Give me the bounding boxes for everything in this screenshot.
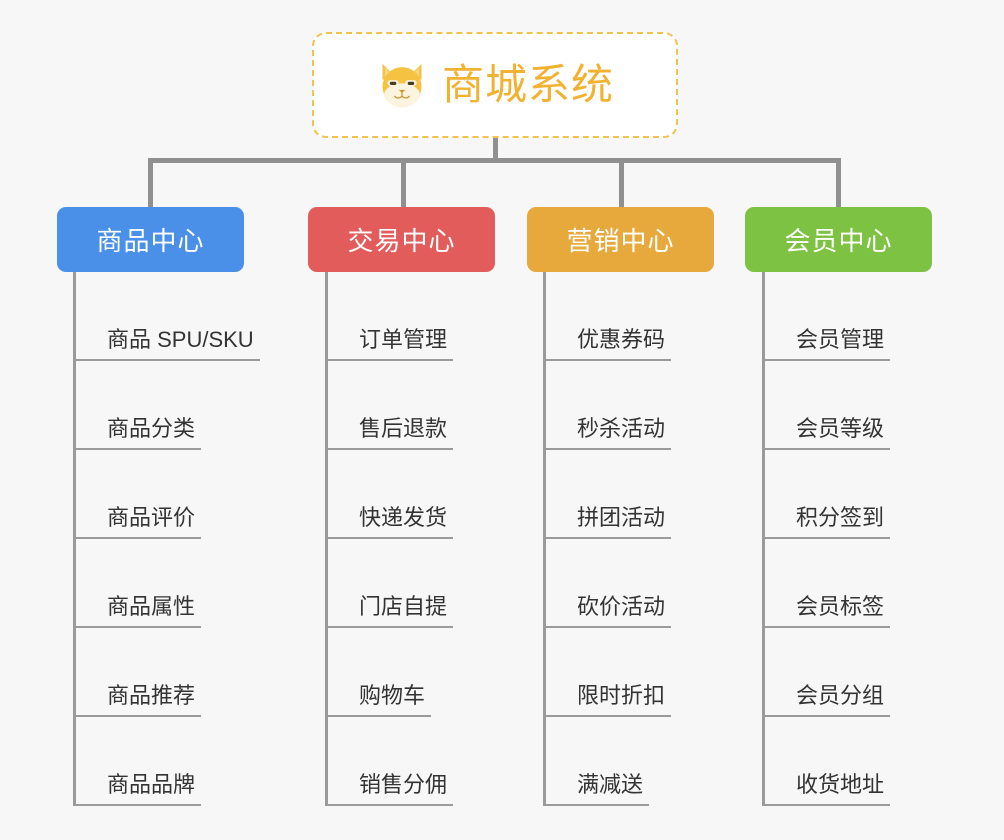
connector-root-stem [493, 138, 498, 162]
category-box-3[interactable]: 营销中心 [527, 207, 714, 272]
leaf-item[interactable]: 秒杀活动 [543, 361, 672, 450]
leaf-item-label: 优惠券码 [543, 327, 672, 361]
leaf-item[interactable]: 优惠券码 [543, 272, 672, 361]
connector-drop-3 [619, 158, 624, 208]
leaf-item[interactable]: 商品 SPU/SKU [73, 272, 260, 361]
leaf-item-label: 砍价活动 [543, 594, 672, 628]
leaf-item-label: 销售分佣 [325, 772, 454, 806]
leaf-item-label: 会员分组 [762, 683, 891, 717]
leaf-item-label: 收货地址 [762, 772, 891, 806]
leaf-item-label: 会员等级 [762, 416, 891, 450]
category-box-1[interactable]: 商品中心 [57, 207, 244, 272]
leaf-item[interactable]: 订单管理 [325, 272, 454, 361]
leaf-item[interactable]: 限时折扣 [543, 628, 672, 717]
category-label: 交易中心 [347, 226, 456, 256]
category-label: 营销中心 [566, 226, 675, 256]
leaf-item[interactable]: 商品分类 [73, 361, 202, 450]
leaf-item-label: 拼团活动 [543, 505, 672, 539]
leaf-item-label: 商品评价 [73, 505, 202, 539]
leaf-item[interactable]: 售后退款 [325, 361, 454, 450]
leaf-item[interactable]: 拼团活动 [543, 450, 672, 539]
root-node[interactable]: 商城系统 [312, 32, 678, 138]
leaf-item[interactable]: 商品评价 [73, 450, 202, 539]
leaf-item-label: 秒杀活动 [543, 416, 672, 450]
category-label: 会员中心 [784, 226, 893, 256]
leaf-item-label: 门店自提 [325, 594, 454, 628]
leaf-item-label: 商品分类 [73, 416, 202, 450]
leaf-item[interactable]: 满减送 [543, 717, 650, 806]
root-title: 商城系统 [441, 61, 614, 108]
connector-spine-4 [762, 272, 765, 806]
leaf-item-label: 满减送 [543, 772, 650, 806]
connector-drop-1 [148, 158, 153, 208]
leaf-item[interactable]: 收货地址 [762, 717, 891, 806]
leaf-item-label: 售后退款 [325, 416, 454, 450]
leaf-item[interactable]: 商品推荐 [73, 628, 202, 717]
category-box-4[interactable]: 会员中心 [745, 207, 932, 272]
leaf-item[interactable]: 积分签到 [762, 450, 891, 539]
connector-spine-1 [73, 272, 76, 806]
category-box-2[interactable]: 交易中心 [308, 207, 495, 272]
connector-spine-3 [543, 272, 546, 806]
connector-horizontal-bar [148, 158, 838, 163]
leaf-item-label: 快递发货 [325, 505, 454, 539]
leaf-item[interactable]: 会员标签 [762, 539, 891, 628]
leaf-item-label: 会员标签 [762, 594, 891, 628]
leaf-item[interactable]: 门店自提 [325, 539, 454, 628]
connector-drop-4 [836, 158, 841, 208]
leaf-item-label: 会员管理 [762, 327, 891, 361]
leaf-item-label: 商品推荐 [73, 683, 202, 717]
leaf-item[interactable]: 销售分佣 [325, 717, 454, 806]
leaf-item[interactable]: 会员管理 [762, 272, 891, 361]
connector-drop-2 [401, 158, 406, 208]
leaf-item[interactable]: 会员分组 [762, 628, 891, 717]
leaf-item[interactable]: 砍价活动 [543, 539, 672, 628]
leaf-item-label: 购物车 [325, 683, 432, 717]
leaf-item-label: 商品 SPU/SKU [73, 327, 260, 361]
leaf-item[interactable]: 商品品牌 [73, 717, 202, 806]
leaf-item-label: 订单管理 [325, 327, 454, 361]
leaf-item[interactable]: 购物车 [325, 628, 432, 717]
leaf-item-label: 商品品牌 [73, 772, 202, 806]
leaf-item[interactable]: 快递发货 [325, 450, 454, 539]
connector-spine-2 [325, 272, 328, 806]
leaf-item[interactable]: 会员等级 [762, 361, 891, 450]
leaf-item-label: 商品属性 [73, 594, 202, 628]
leaf-item-label: 积分签到 [762, 505, 891, 539]
leaf-item-label: 限时折扣 [543, 683, 672, 717]
leaf-item[interactable]: 商品属性 [73, 539, 202, 628]
shiba-dog-face-icon [382, 63, 422, 108]
category-label: 商品中心 [96, 226, 205, 256]
